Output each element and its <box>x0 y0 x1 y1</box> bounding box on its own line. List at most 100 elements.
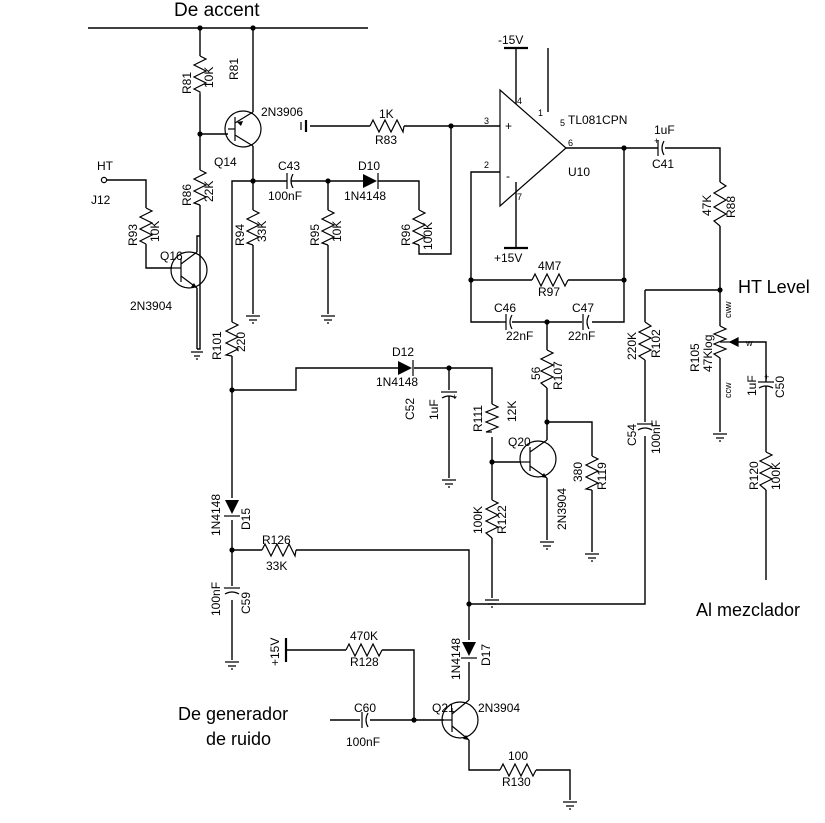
svg-text:2: 2 <box>484 160 489 170</box>
svg-text:ccw: ccw <box>723 382 733 398</box>
svg-text:-: - <box>506 169 510 183</box>
diodes <box>224 173 477 659</box>
svg-text:33K: 33K <box>266 559 287 573</box>
label-ht: HT <box>97 159 114 173</box>
ground-symbol <box>563 801 577 810</box>
capacitor-c41 <box>657 140 665 156</box>
resistor-r94 <box>245 209 261 246</box>
svg-text:Q20: Q20 <box>508 435 531 449</box>
svg-text:1uF: 1uF <box>745 375 759 396</box>
svg-text:100K: 100K <box>471 506 485 534</box>
pot-wiper-arrow <box>728 337 739 347</box>
svg-text:R81: R81 <box>180 72 194 94</box>
diode-d12 <box>381 360 414 376</box>
svg-text:R107: R107 <box>551 361 565 390</box>
svg-text:10K: 10K <box>148 221 162 242</box>
svg-text:R120: R120 <box>747 461 761 490</box>
svg-text:C54: C54 <box>625 424 639 446</box>
grounds <box>191 46 727 810</box>
svg-text:C47: C47 <box>572 301 594 315</box>
svg-text:R105: R105 <box>688 343 702 372</box>
resistor-r126 <box>261 542 297 558</box>
svg-text:1uF: 1uF <box>427 399 441 420</box>
svg-text:100K: 100K <box>769 462 783 490</box>
svg-text:3: 3 <box>484 116 489 126</box>
svg-text:C50: C50 <box>773 376 787 398</box>
svg-text:100K: 100K <box>421 222 435 250</box>
label-de-accent: De accent <box>174 0 260 21</box>
svg-text:U10: U10 <box>568 165 590 179</box>
svg-text:C52: C52 <box>403 398 417 420</box>
svg-text:1uF: 1uF <box>654 123 675 137</box>
transistor-q14 <box>224 110 262 148</box>
svg-text:4M7: 4M7 <box>538 259 562 273</box>
svg-text:10K: 10K <box>202 67 216 88</box>
resistor-r95 <box>320 209 336 246</box>
svg-text:5: 5 <box>560 118 565 128</box>
ground-symbol <box>246 315 260 324</box>
svg-text:56: 56 <box>529 366 543 380</box>
svg-text:7: 7 <box>517 192 522 202</box>
svg-text:R130: R130 <box>502 775 531 789</box>
capacitors <box>100 120 774 728</box>
svg-text:D15: D15 <box>239 508 253 530</box>
svg-text:Q16: Q16 <box>160 249 183 263</box>
opamp-u10 <box>499 88 567 208</box>
svg-text:+: + <box>505 119 512 133</box>
ground-symbol <box>585 553 599 562</box>
svg-text:12K: 12K <box>505 401 519 422</box>
wires <box>88 27 767 800</box>
resistor-r93 <box>138 207 154 245</box>
svg-text:100: 100 <box>508 749 528 763</box>
svg-text:R86: R86 <box>180 184 194 206</box>
svg-text:R93: R93 <box>126 224 140 246</box>
svg-text:22nF: 22nF <box>568 329 595 343</box>
resistor-r101 <box>224 321 240 357</box>
svg-text:1N4148: 1N4148 <box>209 494 223 536</box>
ground-symbol <box>225 661 239 670</box>
svg-text:4: 4 <box>517 96 522 106</box>
capacitor-c47 <box>582 314 590 330</box>
capacitor-c60 <box>361 712 369 728</box>
transistor-q16 <box>170 251 208 289</box>
svg-text:D10: D10 <box>358 159 380 173</box>
svg-text:220K: 220K <box>625 332 639 360</box>
svg-text:Q21: Q21 <box>432 701 455 715</box>
svg-text:2N3904: 2N3904 <box>130 299 172 313</box>
resistor-r119 <box>584 455 600 491</box>
svg-text:R96: R96 <box>399 224 413 246</box>
resistor-r86 <box>192 169 208 206</box>
svg-text:cw: cw <box>723 307 733 319</box>
svg-text:C46: C46 <box>494 301 516 315</box>
svg-text:22nF: 22nF <box>506 329 533 343</box>
svg-text:220: 220 <box>234 332 248 352</box>
label-de-generador: De generador <box>178 704 288 724</box>
transistors <box>170 110 557 741</box>
capacitor-c43 <box>280 173 298 189</box>
resistor-r128 <box>345 642 383 658</box>
svg-text:TL081CPN: TL081CPN <box>568 113 627 127</box>
svg-text:1N4148: 1N4148 <box>344 189 386 203</box>
svg-text:R83: R83 <box>375 133 397 147</box>
svg-text:R126: R126 <box>262 533 291 547</box>
resistor-r88 <box>712 181 728 227</box>
resistor-r97 <box>531 272 569 288</box>
diode-d17 <box>461 642 477 659</box>
resistor-r107 <box>539 349 555 389</box>
resistor-r111 <box>484 403 500 433</box>
svg-text:6: 6 <box>568 138 573 148</box>
svg-text:R102: R102 <box>649 329 663 358</box>
svg-text:C43: C43 <box>278 159 300 173</box>
diode-d15 <box>224 500 240 517</box>
svg-text:w: w <box>723 301 733 309</box>
svg-text:R101: R101 <box>210 331 224 360</box>
resistors <box>138 55 774 778</box>
capacitor-c50 <box>758 374 774 396</box>
label-al-mezclador: Al mezclador <box>696 600 800 620</box>
svg-text:1N4148: 1N4148 <box>376 375 418 389</box>
label-ht-level: HT Level <box>738 277 810 297</box>
svg-text:C41: C41 <box>652 157 674 171</box>
svg-text:C60: C60 <box>354 701 376 715</box>
resistor-r83 <box>369 118 405 134</box>
